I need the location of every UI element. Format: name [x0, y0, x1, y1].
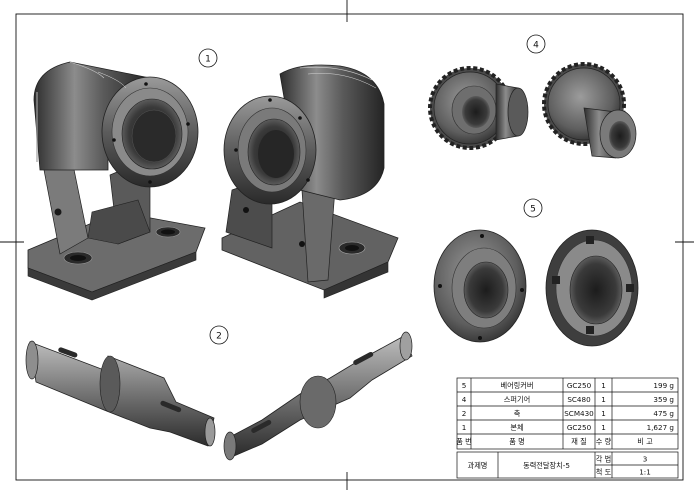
- callout-5-label: 5: [530, 205, 536, 215]
- row-remark: 199 g: [653, 381, 674, 390]
- table-header-row: 품 번 품 명 재 질 수 량 비 고: [456, 437, 653, 446]
- header-name: 품 명: [509, 437, 525, 446]
- shaft-left: [25, 340, 216, 447]
- parts-list-table: [456, 377, 679, 450]
- header-material: 재 질: [571, 437, 587, 446]
- row-material: GC250: [567, 381, 592, 390]
- row-material: GC250: [567, 423, 592, 432]
- callout-1-label: 1: [205, 55, 211, 65]
- subject-value: 동력전달장치-5: [523, 461, 570, 470]
- spur-gear-left: [428, 66, 529, 150]
- row-no: 1: [462, 423, 467, 432]
- row-qty: 1: [601, 395, 606, 404]
- row-remark: 1,627 g: [647, 423, 674, 432]
- sheet-border: [15, 13, 684, 481]
- table-row: 1 본체 GC250 1 1,627 g: [462, 423, 674, 432]
- row-no: 5: [462, 381, 467, 390]
- row-name: 베어링커버: [500, 381, 533, 390]
- row-remark: 475 g: [653, 409, 674, 418]
- bearing-cover-right: [545, 229, 639, 347]
- row-qty: 1: [601, 423, 606, 432]
- row-name: 스퍼기어: [504, 395, 530, 404]
- row-name: 축: [514, 409, 521, 418]
- row-qty: 1: [601, 409, 606, 418]
- row-remark: 359 g: [653, 395, 674, 404]
- callout-1: 1: [198, 48, 218, 68]
- callout-4-label: 4: [533, 41, 539, 51]
- shaft-right: [223, 331, 413, 461]
- table-row: 4 스퍼기어 SC480 1 359 g: [462, 395, 674, 404]
- callout-5: 5: [523, 198, 543, 218]
- row-material: SC480: [567, 395, 591, 404]
- row-name: 본체: [510, 423, 523, 432]
- spur-gear-right: [542, 62, 637, 159]
- angle-label: 각 법: [596, 455, 612, 464]
- housing-part-right: [221, 64, 399, 299]
- table-row: 5 베어링커버 GC250 1 199 g: [462, 381, 674, 390]
- scale-value: 1:1: [639, 468, 651, 477]
- subject-label: 과제명: [468, 461, 488, 470]
- row-material: SCM430: [564, 409, 594, 418]
- callout-4: 4: [526, 34, 546, 54]
- callout-2: 2: [209, 325, 229, 345]
- table-row: 2 축 SCM430 1 475 g: [462, 409, 674, 418]
- bearing-cover-left: [433, 229, 527, 343]
- scale-label: 척 도: [596, 468, 612, 477]
- header-qty: 수 량: [596, 437, 612, 446]
- housing-part-left: [27, 61, 206, 301]
- row-qty: 1: [601, 381, 606, 390]
- title-block: [456, 451, 679, 479]
- angle-value: 3: [643, 455, 648, 464]
- row-no: 2: [462, 409, 467, 418]
- row-no: 4: [462, 395, 467, 404]
- header-remark: 비 고: [637, 437, 653, 446]
- header-no: 품 번: [456, 437, 472, 446]
- callout-2-label: 2: [216, 332, 222, 342]
